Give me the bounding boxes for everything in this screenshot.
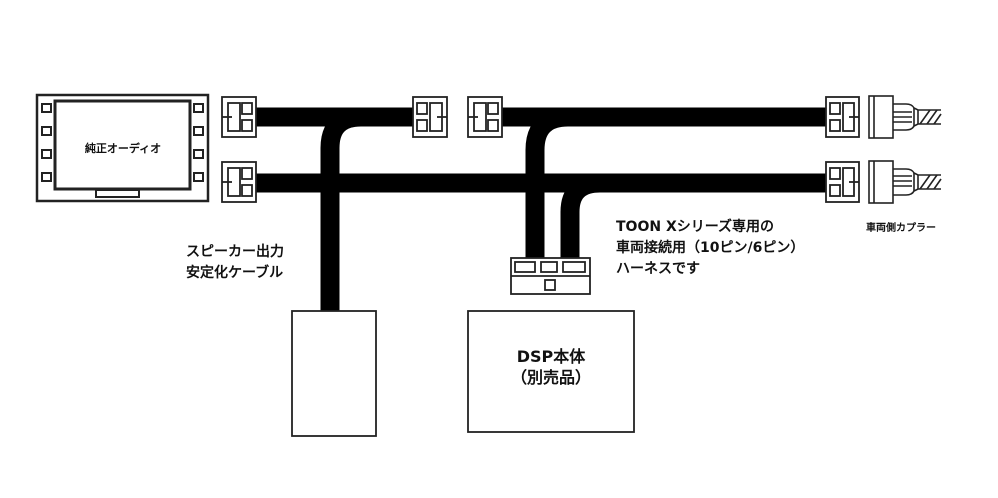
- speaker-cable-label: スピーカー出力 安定化ケーブル: [186, 242, 284, 284]
- speaker-cable-label-line2: 安定化ケーブル: [186, 265, 284, 281]
- vehicle-coupler-label: 車両側カプラー: [866, 223, 936, 234]
- connector-left-top: [221, 96, 257, 138]
- connector-middle-left: [412, 96, 448, 138]
- speaker-stabilizer-box: [291, 310, 377, 437]
- dsp-harness-connector: [510, 257, 591, 295]
- connector-left-bottom: [221, 161, 257, 203]
- connector-right-bottom: [825, 161, 860, 203]
- harness-label: TOON Xシリーズ専用の 車両接続用（10ピン/6ピン） ハーネスです: [616, 217, 804, 280]
- speaker-cable-label-line1: スピーカー出力: [186, 244, 284, 260]
- head-unit-label: 純正オーディオ: [85, 141, 161, 155]
- vehicle-coupler-bottom: [868, 160, 942, 204]
- connectors: [221, 96, 860, 203]
- dsp-body-label-line1: DSP本体: [516, 347, 586, 366]
- connector-middle-right: [467, 96, 503, 138]
- harness-label-line2: 車両接続用（10ピン/6ピン）: [616, 240, 805, 256]
- connector-right-top: [825, 96, 860, 138]
- vehicle-couplers: [868, 95, 942, 204]
- dsp-body-label-line2: （別売品）: [510, 368, 591, 387]
- vehicle-coupler-top: [868, 95, 942, 139]
- harness-label-line3: ハーネスです: [616, 261, 700, 277]
- dsp-body-label: DSP本体 （別売品）: [468, 346, 634, 388]
- head-unit: [35, 93, 210, 203]
- cables: [255, 107, 826, 312]
- harness-label-line1: TOON Xシリーズ専用の: [616, 219, 775, 235]
- dsp-body-box: [467, 310, 635, 433]
